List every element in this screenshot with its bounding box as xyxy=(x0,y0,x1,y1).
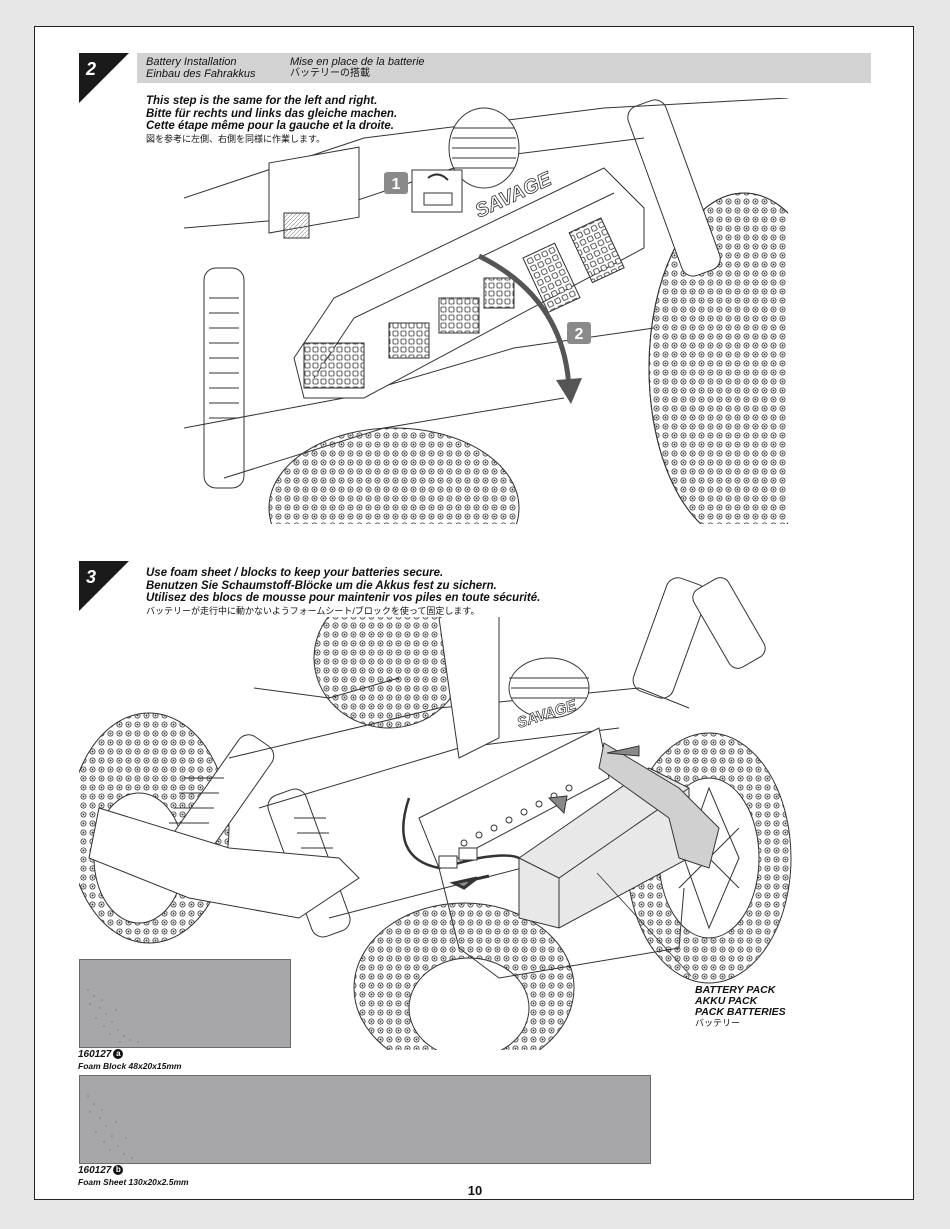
battery-label-jp: バッテリー xyxy=(695,1018,741,1028)
step-2-marker xyxy=(79,53,129,103)
step-2-header-bar xyxy=(137,53,871,83)
foam-sheet-badge: b xyxy=(113,1165,124,1176)
foam-block-description: Foam Block 48x20x15mm xyxy=(78,1061,182,1071)
page-number: 10 xyxy=(467,1183,483,1198)
step-3-instructions: Use foam sheet / blocks to keep your bat… xyxy=(146,567,547,617)
foam-texture xyxy=(87,1095,133,1159)
step-3-line-drawing: SAVAGE xyxy=(79,577,792,1050)
step-2-title-en: Battery Installation xyxy=(146,56,237,68)
foam-texture xyxy=(87,989,139,1043)
battery-label-de: AKKU PACK xyxy=(695,995,758,1007)
step-2-title-fr: Mise en place de la batterie xyxy=(290,56,425,68)
battery-pack-label: BATTERY PACK AKKU PACK PACK BATTERIES バッ… xyxy=(695,985,786,1029)
step-2-illustration: SAVAGE 1 2 xyxy=(184,98,788,524)
step-2-instr-jp: 図を参考に左側、右側を同様に作業します。 xyxy=(146,133,326,144)
step-3-instr-fr: Utilisez des blocs de mousse pour mainte… xyxy=(146,592,541,604)
step-2-number: 2 xyxy=(86,59,97,79)
battery-label-en: BATTERY PACK xyxy=(695,984,776,996)
step-3-instr-de: Benutzen Sie Schaumstoff-Blöcke um die A… xyxy=(146,579,497,592)
foam-sheet-part-no-text: 160127 xyxy=(78,1165,112,1176)
foam-sheet-swatch xyxy=(79,1075,651,1164)
battery-label-fr: PACK BATTERIES xyxy=(695,1006,786,1018)
callout-1-detail xyxy=(411,169,463,213)
step-2-title-jp: バッテリーの搭載 xyxy=(290,68,370,79)
step-2-instr-de: Bitte für rechts und links das gleiche m… xyxy=(146,107,398,120)
step-2-line-drawing: SAVAGE 1 2 xyxy=(184,98,788,524)
step-3-number: 3 xyxy=(86,567,97,587)
step-2-instr-fr: Cette étape même pour la gauche et la dr… xyxy=(146,120,394,132)
step-2-instr-en: This step is the same for the left and r… xyxy=(146,95,378,107)
foam-block-swatch xyxy=(79,959,291,1048)
callout-1-box xyxy=(384,172,408,194)
step-3-marker xyxy=(79,561,129,611)
foam-block-badge: a xyxy=(113,1049,124,1060)
foam-block-part-no-text: 160127 xyxy=(78,1049,112,1060)
step-2-title-de: Einbau des Fahrakkus xyxy=(146,68,256,80)
foam-sheet-description: Foam Sheet 130x20x2.5mm xyxy=(78,1177,189,1187)
callout-2-box xyxy=(567,322,591,344)
step-2-instructions: This step is the same for the left and r… xyxy=(146,95,397,145)
callout-1-number: 1 xyxy=(392,176,401,193)
step-3-instr-en: Use foam sheet / blocks to keep your bat… xyxy=(146,567,444,579)
callout-2-number: 2 xyxy=(575,326,584,343)
rotate-arrow xyxy=(477,253,572,389)
step-3-instr-jp: バッテリーが走行中に動かないようフォームシート/ブロックを使って固定します。 xyxy=(146,605,480,616)
step-3-illustration: SAVAGE xyxy=(79,558,792,1050)
